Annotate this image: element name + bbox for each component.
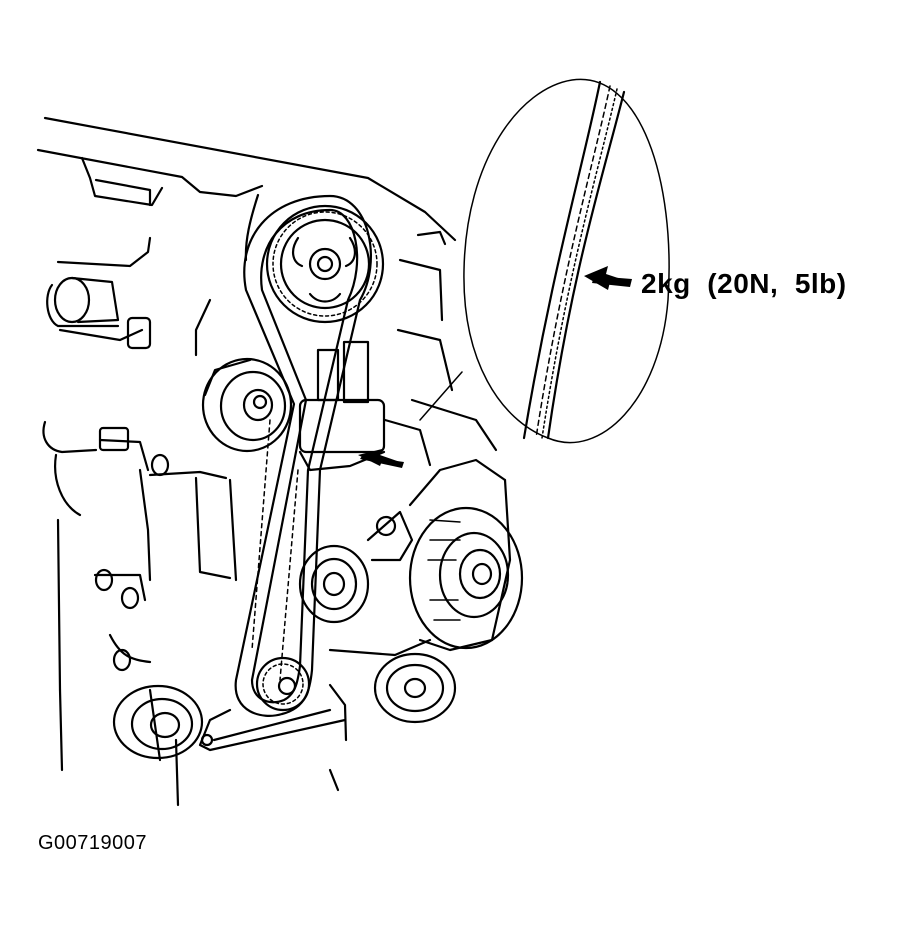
water-pump-pulley: [298, 510, 414, 624]
timing-belt: [234, 194, 372, 717]
tension-callout-arrow: [584, 266, 632, 290]
alternator-pulley: [408, 458, 524, 652]
belt-tension-callout: 2kg (20N, 5lb): [641, 268, 847, 299]
crankshaft-sprocket: [255, 656, 311, 712]
belt-detail-magnifier: [419, 78, 670, 444]
belt-tension-arrow: [358, 449, 404, 468]
engine-block: [36, 116, 498, 807]
idler-pulley: [201, 357, 293, 453]
figure-id: G00719007: [38, 832, 148, 854]
tensioner-pulley: [298, 340, 386, 472]
engine-fittings: [53, 276, 170, 672]
camshaft-sprocket: [265, 204, 385, 324]
crankshaft-pulley: [112, 684, 214, 760]
lower-pulley: [373, 652, 457, 724]
